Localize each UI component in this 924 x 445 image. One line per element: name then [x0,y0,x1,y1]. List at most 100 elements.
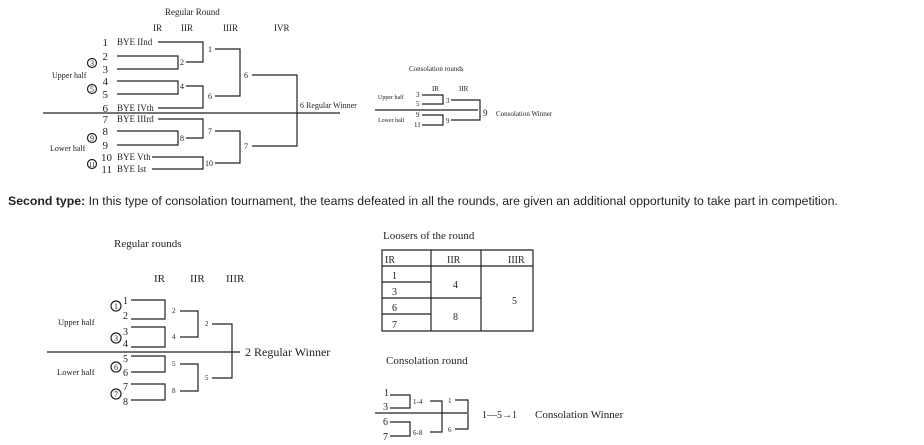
iir-winner: 6 [448,426,452,434]
seed-circles: 1 3 6 7 [110,300,122,400]
table-cell: 7 [392,320,397,331]
ir-winner: 9 [446,117,450,125]
seed-label: 5 [90,85,94,94]
consolation-bracket-2: Consolation round 1 3 6 7 1-4 6-8 1 6 1—… [375,355,624,443]
team-number: 3 [123,327,128,338]
paragraph-heading: Second type: [8,194,86,208]
table-cell: 4 [453,280,458,291]
lower-half-label: Lower half [50,144,86,153]
team-number: 7 [383,432,388,443]
ir-winner: 5 [172,360,176,368]
table-cell: 3 [392,287,397,298]
ir-winner: 8 [180,134,184,143]
ir-winner: 3 [446,97,450,105]
ir-winner: 4 [180,82,184,91]
team-number: 8 [103,126,109,138]
round-label: IIR [181,23,193,33]
round-label: IIR [190,273,205,285]
seed-label: 3 [114,334,118,343]
consolation-result: 1—5→1 [482,410,517,421]
iir-winner: 7 [208,127,212,136]
team-number: 7 [123,382,128,393]
bracket-lines [390,394,469,437]
team-number: 2 [123,311,128,322]
team-number: 3 [383,402,388,413]
round-label: IIIR [223,23,238,33]
team-number: 5 [103,89,109,101]
upper-half-label: Upper half [378,94,404,101]
table-header: IIIR [508,255,525,266]
team-number: 9 [103,140,109,152]
team-number: 11 [101,164,112,176]
consolation-winner-number: 9 [483,108,488,118]
team-number: 6 [123,368,128,379]
team-number: 11 [414,121,421,129]
table-cell: 8 [453,312,458,323]
iir-winner: 5 [205,374,209,382]
team-number: 8 [123,397,128,408]
bye-label: BYE Ist [117,164,147,174]
iiir-winner: 7 [244,142,248,151]
regular-round-bracket-1: Regular Round IR IIR IIIR IVR 1 2 3 4 5 … [43,7,357,176]
table-cell: 6 [392,303,397,314]
ir-result: 6-8 [413,429,423,437]
bye-label: BYE IInd [117,37,153,47]
ir-winner: 4 [172,333,176,341]
bye-label: BYE IVth [117,103,154,113]
team-number: 4 [103,76,109,88]
seed-label: 3 [90,59,94,68]
iiir-winner: 6 [244,71,248,80]
regular-winner: 2 Regular Winner [245,345,330,359]
diagram-title: Consolation rounds [409,65,464,73]
round-label: IIR [459,85,469,93]
team-number: 10 [101,152,113,164]
team-number: 7 [103,114,109,126]
iir-winner: 1 [448,397,452,405]
consolation-winner-label: Consolation Winner [496,110,553,118]
team-number: 5 [123,354,128,365]
team-number: 3 [416,91,420,99]
round-label: IR [153,23,162,33]
round-label: IR [154,273,166,285]
team-number: 9 [416,111,420,119]
seed-label: 6 [114,363,118,372]
team-number: 2 [103,51,109,63]
team-number: 6 [383,417,388,428]
team-number: 5 [416,100,420,108]
diagram-title: Regular Round [165,7,220,17]
iir-winner: 10 [205,159,213,168]
description-paragraph: Second type: In this type of consolation… [8,194,838,208]
bye-label: BYE IIIrd [117,114,154,124]
iir-winner: 2 [205,320,209,328]
bracket-lines [422,94,481,126]
ir-winner: 8 [172,387,176,395]
round-label: IIIR [226,273,245,285]
seed-label: 7 [114,390,118,399]
consolation-winner-label: Consolation Winner [535,409,624,421]
seed-label: 11 [89,161,96,169]
team-number: 3 [103,64,109,76]
upper-half-label: Upper half [58,317,95,327]
consolation-bracket-1: Consolation rounds IR IIR Upper half Low… [375,65,553,129]
table-cell: 1 [392,271,397,282]
bracket-lines [117,41,298,170]
seed-label: 1 [114,302,118,311]
upper-half-label: Upper half [52,71,87,80]
ir-winner: 2 [172,307,176,315]
regular-winner: 6 Regular Winner [300,101,357,110]
team-number: 1 [384,388,389,399]
paragraph-text: In this type of consolation tournament, … [85,194,838,208]
seed-circles: 3 5 9 11 [86,57,98,170]
ir-result: 1-4 [413,398,423,406]
team-number: 6 [103,103,109,115]
round-label: IR [432,85,439,93]
regular-rounds-bracket-2: Regular rounds IR IIR IIIR Upper half Lo… [47,238,330,408]
ir-winner: 2 [180,58,184,67]
lower-half-label: Lower half [57,367,95,377]
seed-label: 9 [90,134,94,143]
lower-half-label: Lower half [378,117,405,124]
table-header: IR [385,255,395,266]
diagram-title: Regular rounds [114,238,182,250]
iir-winner: 6 [208,92,212,101]
